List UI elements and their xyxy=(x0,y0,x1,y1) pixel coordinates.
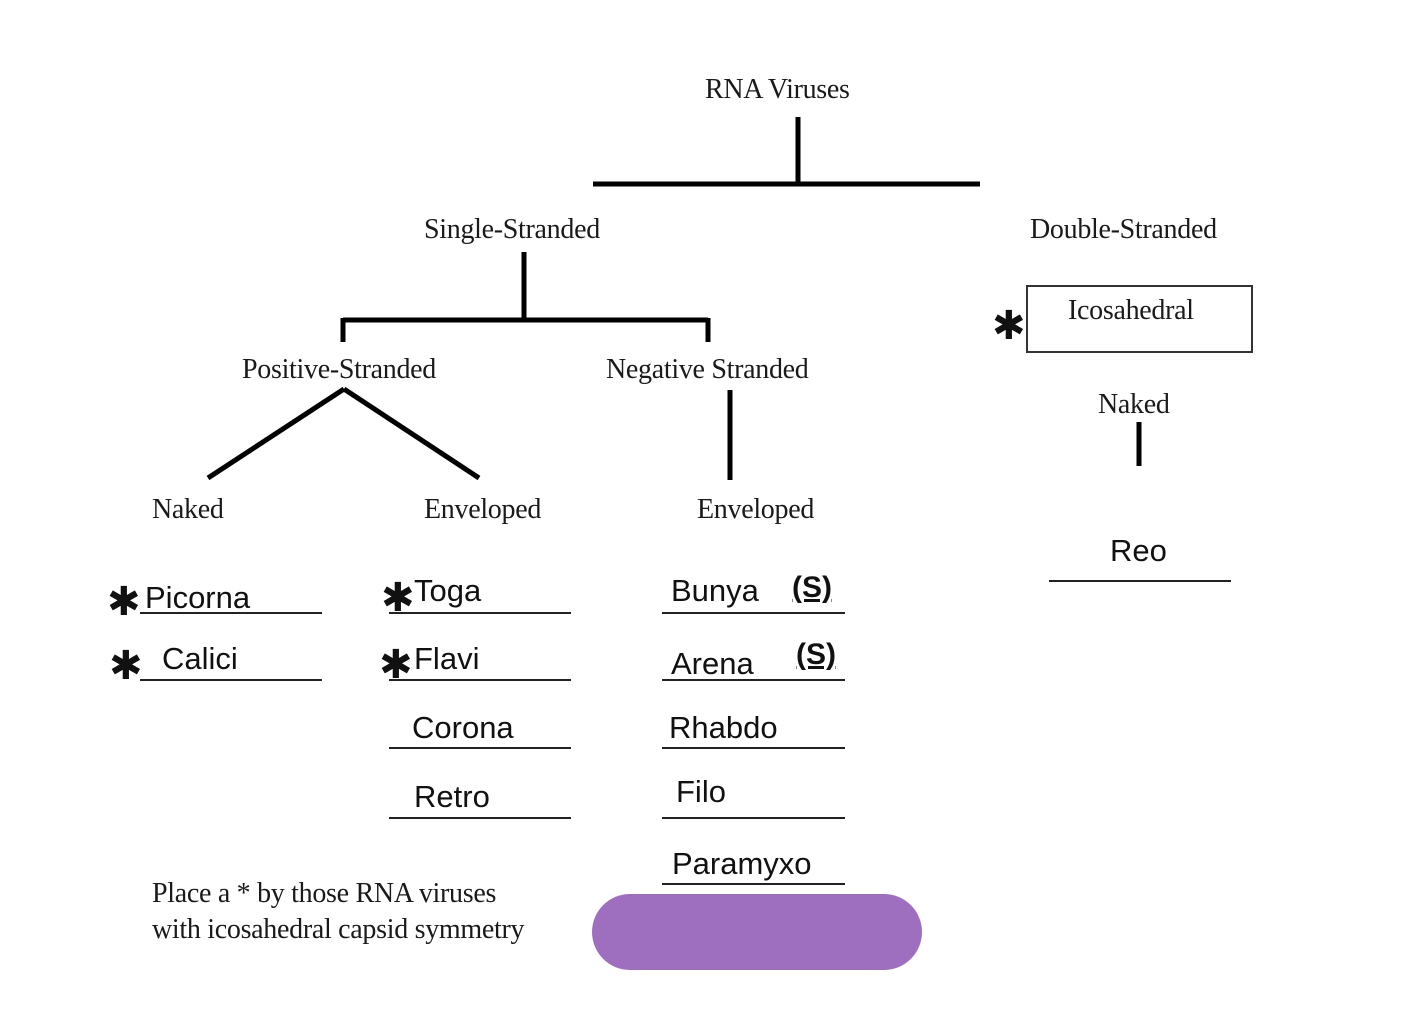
answer-blank-retro xyxy=(389,817,571,819)
positive-stranded-label: Positive-Stranded xyxy=(242,354,436,385)
negative-stranded-label: Negative Stranded xyxy=(606,354,809,385)
answer-blank-filo xyxy=(662,817,845,819)
icosahedral-box xyxy=(1026,285,1253,353)
answer-blank-paramyxo xyxy=(662,883,845,885)
answer-blank-toga xyxy=(389,612,571,614)
instruction-line-2: with icosahedral capsid symmetry xyxy=(152,914,525,945)
segmented-badge-arena: (S) xyxy=(796,638,836,671)
instruction-line-1: Place a * by those RNA viruses xyxy=(152,878,497,909)
icosahedral-label: Icosahedral xyxy=(1068,295,1194,326)
family-picorna: Picorna xyxy=(145,580,251,615)
single-stranded-label: Single-Stranded xyxy=(424,214,600,245)
answer-blank-bunya xyxy=(662,612,845,614)
star-marker-toga: ✱ xyxy=(381,575,415,621)
answer-blank-reo xyxy=(1049,580,1231,582)
positive-to-naked xyxy=(206,386,346,481)
root-label: RNA Viruses xyxy=(705,74,850,105)
answer-blank-rhabdo xyxy=(662,747,845,749)
family-retro: Retro xyxy=(414,779,490,814)
family-calici: Calici xyxy=(162,641,238,676)
family-rhabdo: Rhabdo xyxy=(669,710,778,745)
family-arena: Arena xyxy=(671,646,754,681)
answer-blank-corona xyxy=(389,747,571,749)
star-marker-flavi: ✱ xyxy=(379,642,413,688)
answer-blank-calici xyxy=(140,679,322,681)
negative-enveloped-label: Enveloped xyxy=(697,494,815,525)
family-corona: Corona xyxy=(412,710,514,745)
family-toga: Toga xyxy=(414,573,482,608)
positive-to-enveloped xyxy=(342,386,481,481)
star-marker-picorna: ✱ xyxy=(107,579,141,625)
family-flavi: Flavi xyxy=(414,641,480,676)
answer-blank-flavi xyxy=(389,679,571,681)
double-stranded-label: Double-Stranded xyxy=(1030,214,1217,245)
segmented-badge-bunya: (S) xyxy=(792,571,832,604)
family-reo: Reo xyxy=(1110,533,1167,568)
positive-naked-label: Naked xyxy=(152,494,224,525)
purple-redaction-blob xyxy=(592,894,922,970)
answer-blank-picorna xyxy=(140,612,322,614)
icosahedral-star-marker: ✱ xyxy=(992,303,1026,349)
answer-blank-arena xyxy=(662,679,845,681)
double-naked-label: Naked xyxy=(1098,389,1170,420)
family-paramyxo: Paramyxo xyxy=(672,846,812,881)
family-filo: Filo xyxy=(676,774,726,809)
family-bunya: Bunya xyxy=(671,573,759,608)
positive-enveloped-label: Enveloped xyxy=(424,494,542,525)
star-marker-calici: ✱ xyxy=(109,643,143,689)
